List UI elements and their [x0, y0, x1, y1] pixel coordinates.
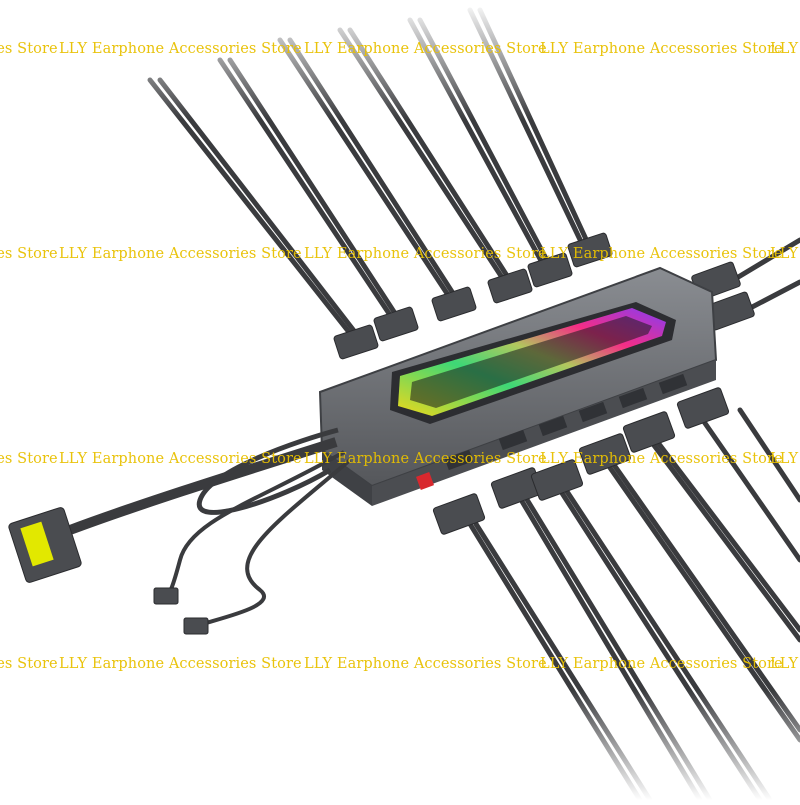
watermark: LLY Earphone Accessories Store: [770, 246, 800, 262]
watermark: LLY Earphone Accessories Store: [0, 451, 58, 467]
sata-cable: [8, 427, 339, 583]
watermark: LLY Earphone Accessories Store: [540, 656, 783, 672]
watermark: LLY Earphone Accessories Store: [59, 246, 302, 262]
watermark-row: LLY Earphone Accessories Store LLY Earph…: [0, 41, 800, 63]
watermark: LLY Earphone Accessories Store: [304, 246, 547, 262]
watermark: LLY Earphone Accessories Store: [540, 246, 783, 262]
hub-body: [318, 266, 718, 506]
watermark: LLY Earphone Accessories Store: [770, 656, 800, 672]
watermark-row: LLY Earphone Accessories Store LLY Earph…: [0, 246, 800, 268]
watermark: LLY Earphone Accessories Store: [304, 451, 547, 467]
watermark: LLY Earphone Accessories Store: [540, 41, 783, 57]
watermark-row: LLY Earphone Accessories Store LLY Earph…: [0, 451, 800, 473]
watermark: LLY Earphone Accessories Store: [540, 451, 783, 467]
upper-cables: [147, 7, 800, 339]
watermark-row: LLY Earphone Accessories Store LLY Earph…: [0, 656, 800, 678]
watermark: LLY Earphone Accessories Store: [59, 41, 302, 57]
watermark: LLY Earphone Accessories Store: [0, 246, 58, 262]
watermark: LLY Earphone Accessories Store: [304, 656, 547, 672]
watermark: LLY Earphone Accessories Store: [59, 656, 302, 672]
watermark: LLY Earphone Accessories Store: [0, 656, 58, 672]
watermark: LLY Earphone Accessories Store: [770, 451, 800, 467]
watermark: LLY Earphone Accessories Store: [59, 451, 302, 467]
argb-input-leads: [164, 450, 352, 628]
watermark: LLY Earphone Accessories Store: [304, 41, 547, 57]
watermark: LLY Earphone Accessories Store: [770, 41, 800, 57]
lower-connectors: [432, 387, 730, 535]
watermark: LLY Earphone Accessories Store: [0, 41, 58, 57]
upper-connectors: [333, 232, 755, 360]
